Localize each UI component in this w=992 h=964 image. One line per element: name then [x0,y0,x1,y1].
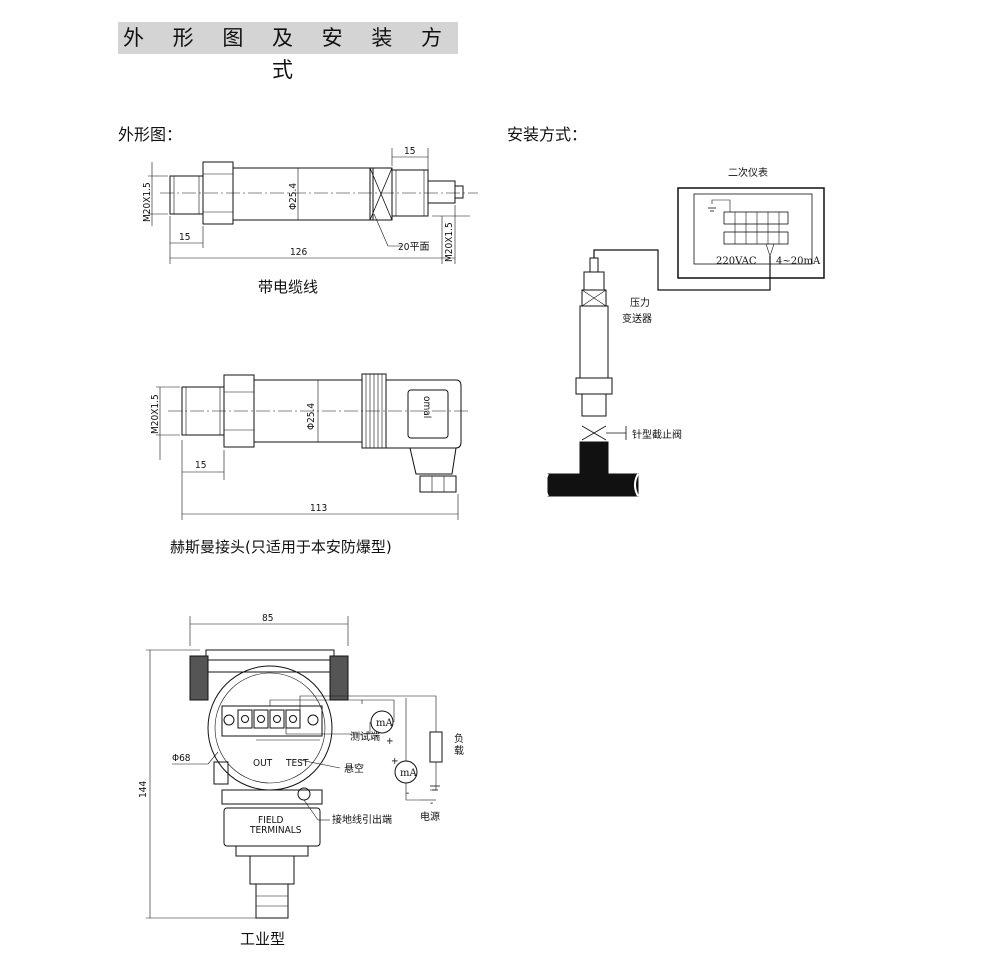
valve-label: 针型截止阀 [632,428,682,441]
loop-meter-label: mA [400,768,417,779]
d2-brand-label: omal [421,396,432,418]
hirschmann-transmitter-drawing [156,373,470,520]
loop-minus-label: - [406,788,409,799]
transmitter-label-1: 压力 [630,296,650,309]
d1-length-label: 126 [290,247,307,258]
terminal-block [221,705,323,737]
d1-15-left-label: 15 [179,232,190,243]
d1-wrench-label: 20平面 [398,242,429,253]
cable-gland [409,447,457,475]
d3-dia-label: Φ68 [172,753,191,764]
d3-width-label: 85 [262,613,273,624]
caption-cable: 带电缆线 [258,278,319,296]
voltage-label: 220VAC [716,256,757,267]
neck [249,855,295,885]
outline-heading: 外形图： [118,125,183,144]
d2-m20-label: M20X1.5 [150,394,161,434]
current-label: 4~20mA [776,256,821,267]
caption-industrial: 工业型 [240,930,286,948]
load-resistor [429,731,443,763]
page-title: 外 形 图 及 安 装 方 式 [122,26,454,82]
install-heading: 安装方式： [507,125,588,144]
suspended-label: 悬空 [344,762,364,775]
test-meter-label: mA [376,718,393,729]
field-label-2: TERMINALS [249,825,302,836]
caption-hirschmann: 赫斯曼接头(只适用于本安防爆型) [170,538,392,556]
test-plus-label: + [386,736,394,747]
transmitter-body [579,305,609,379]
load-label-1: 负 [454,732,464,745]
d1-dia-label: Φ25.4 [288,183,299,210]
d2-dia-label: Φ25.4 [306,403,317,430]
top-cover [205,649,335,661]
test-label: TEST [285,758,309,769]
d1-m20-label: M20X1.5 [142,182,153,222]
page-title-banner: 外 形 图 及 安 装 方 式 [118,22,458,82]
d3-height-label: 144 [138,781,149,798]
plug-head [385,379,462,449]
test-ammeter [370,710,394,734]
power-label: 电源 [420,810,440,823]
main-body [232,167,374,221]
secondary-instrument-label: 二次仪表 [728,166,768,179]
d2-15-label: 15 [195,460,206,471]
transmitter-label-2: 变送器 [622,312,652,325]
cable-transmitter-drawing [148,148,478,264]
thread-left [169,175,204,215]
power-minus-label: - [430,798,433,809]
process-thread [255,883,289,919]
out-label: OUT [253,758,273,769]
test-end-label: 测试端 [350,730,380,743]
process-pipe [547,473,639,497]
d1-15-right-label: 15 [404,146,415,157]
load-label-2: 载 [454,745,464,757]
loop-plus-label: + [391,756,399,767]
pipe-riser [579,441,609,477]
field-label-1: FIELD [258,815,284,826]
cable-stub [427,180,456,204]
installation-diagram [544,187,825,497]
d2-length-label: 113 [310,503,327,514]
industrial-transmitter-drawing [146,616,443,919]
secondary-instrument-box [677,187,825,279]
d1-m20-right-label: M20X1.5 [444,222,455,262]
ground-lead-label: 接地线引出端 [332,813,392,826]
